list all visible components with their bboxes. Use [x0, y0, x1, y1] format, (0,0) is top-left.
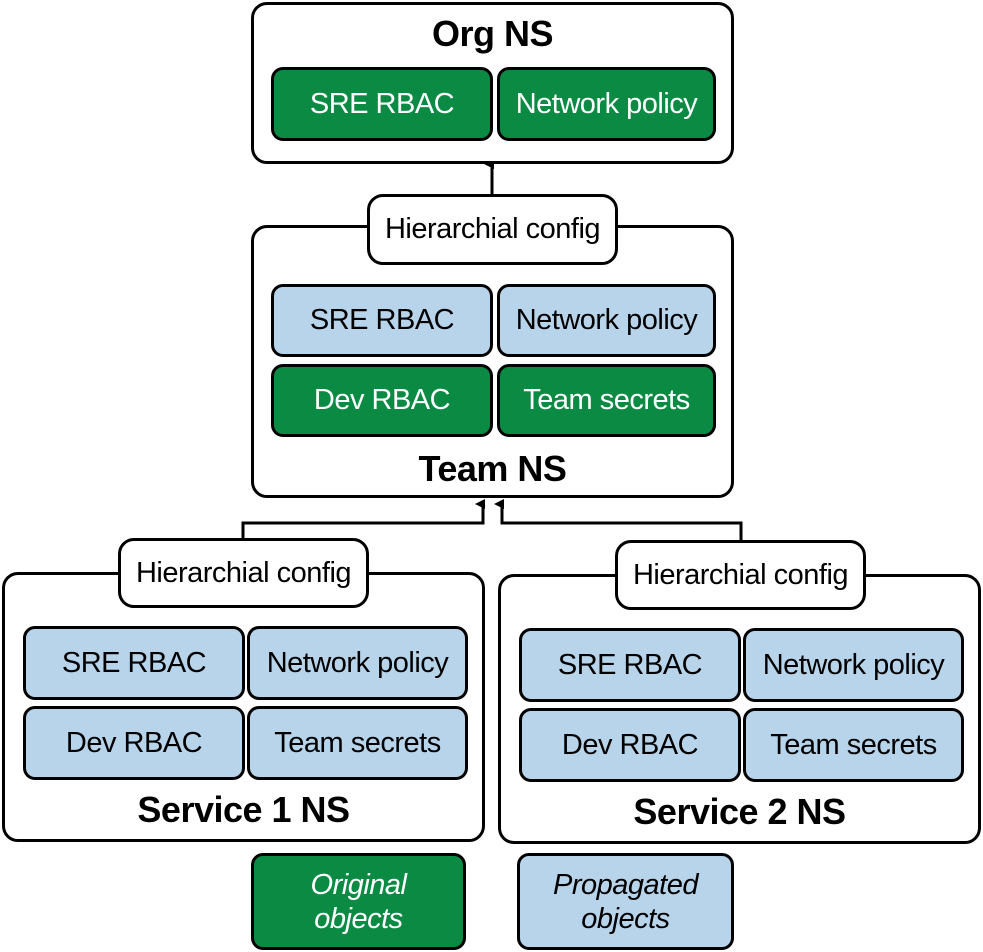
legend-original-line2: objects [314, 902, 403, 935]
service1-network-policy: Network policy [247, 626, 468, 700]
service1-ns-title: Service 1 NS [137, 789, 350, 830]
service2-team-secrets: Team secrets [743, 708, 964, 782]
org-ns-title: Org NS [431, 13, 554, 54]
legend-propagated-line2: objects [581, 902, 670, 935]
service2-network-policy: Network policy [743, 628, 964, 702]
team-sre-rbac: SRE RBAC [271, 284, 493, 357]
service1-hierarchical-config: Hierarchial config [118, 538, 369, 608]
team-team-secrets: Team secrets [497, 364, 716, 437]
service2-namespace: SRE RBAC Network policy Dev RBAC Team se… [498, 574, 981, 844]
service2-sre-rbac: SRE RBAC [519, 628, 741, 702]
service2-dev-rbac: Dev RBAC [519, 708, 741, 782]
team-ns-title: Team NS [418, 448, 567, 489]
service1-team-secrets: Team secrets [247, 706, 468, 780]
team-namespace: SRE RBAC Network policy Dev RBAC Team se… [251, 225, 734, 498]
service2-hierarchical-config: Hierarchial config [615, 540, 866, 610]
service2-ns-title: Service 2 NS [633, 791, 846, 832]
service1-namespace: SRE RBAC Network policy Dev RBAC Team se… [2, 572, 485, 842]
legend-original-objects: Original objects [251, 853, 466, 950]
service1-dev-rbac: Dev RBAC [23, 706, 245, 780]
legend-original-line1: Original [310, 868, 407, 901]
service2-to-team-arrow [494, 499, 743, 542]
service1-to-team-arrow [241, 499, 485, 540]
legend-propagated-objects: Propagated objects [517, 853, 734, 950]
team-dev-rbac: Dev RBAC [271, 364, 493, 437]
team-hierarchical-config: Hierarchial config [367, 194, 618, 265]
service1-sre-rbac: SRE RBAC [23, 626, 245, 700]
legend-propagated-line1: Propagated [553, 868, 698, 901]
org-network-policy: Network policy [497, 67, 716, 141]
org-sre-rbac: SRE RBAC [271, 67, 493, 141]
team-network-policy: Network policy [497, 284, 716, 357]
org-namespace: Org NS SRE RBAC Network policy [251, 2, 734, 164]
